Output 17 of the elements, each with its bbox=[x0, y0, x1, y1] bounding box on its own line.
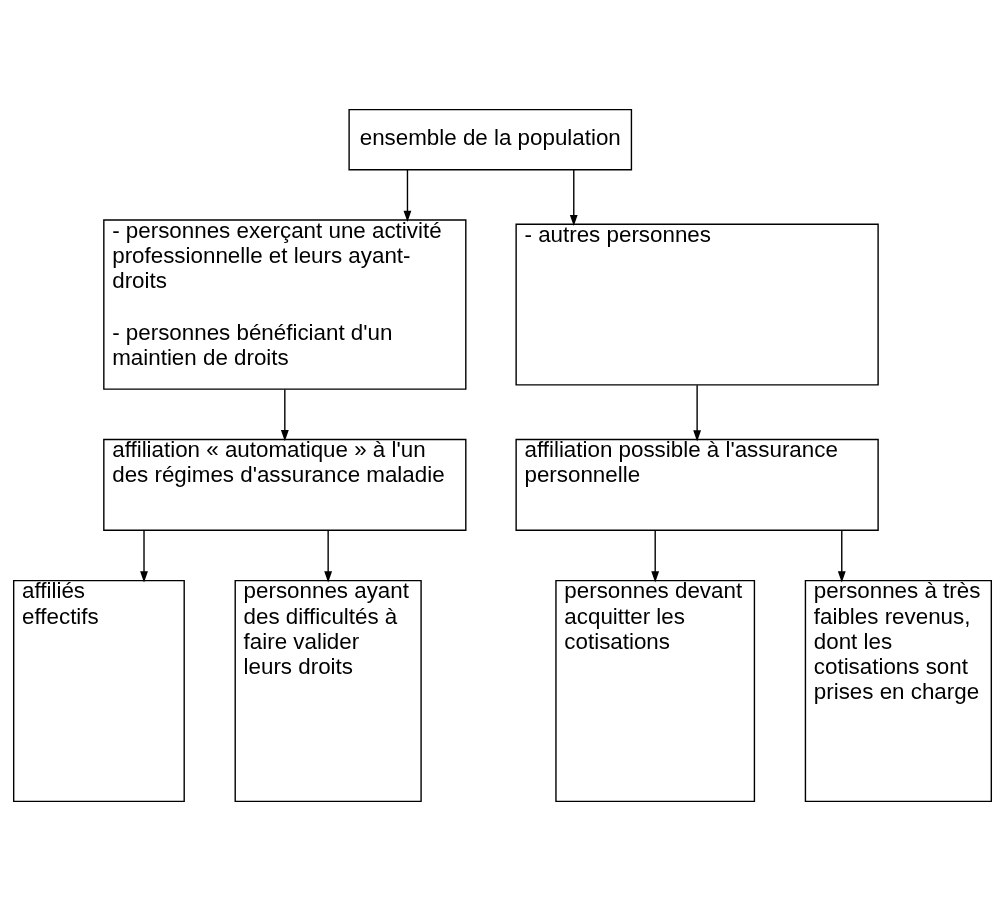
node-box: personnes ayant des difficultés à faire valider leurs droits bbox=[234, 579, 422, 802]
node-box: affiliation possible à l'assurance personnelle bbox=[515, 438, 879, 531]
node-box: affiliés effectifs bbox=[13, 579, 185, 802]
arrow bbox=[140, 529, 148, 583]
arrow bbox=[693, 384, 702, 441]
node-box: - autres personnes bbox=[515, 223, 879, 386]
node-box: personnes devant acquitter les cotisations bbox=[555, 579, 756, 802]
arrow bbox=[569, 168, 578, 226]
arrow bbox=[651, 529, 660, 583]
node-box: affiliation « automatique » à l'un des régimes d'assurance maladie bbox=[103, 438, 467, 531]
arrow bbox=[280, 388, 289, 441]
arrow bbox=[837, 529, 846, 583]
node-box: - personnes exerçant une activité professionnelle et leurs ayant-droits - personnes bénéficiant d'un maintien de droits bbox=[103, 218, 467, 390]
arrow bbox=[403, 168, 412, 222]
node-box: personnes à très faibles revenus, dont les cotisations sont prises en charge bbox=[804, 579, 993, 802]
arrow bbox=[324, 529, 333, 583]
node-box: ensemble de la population bbox=[348, 108, 633, 170]
